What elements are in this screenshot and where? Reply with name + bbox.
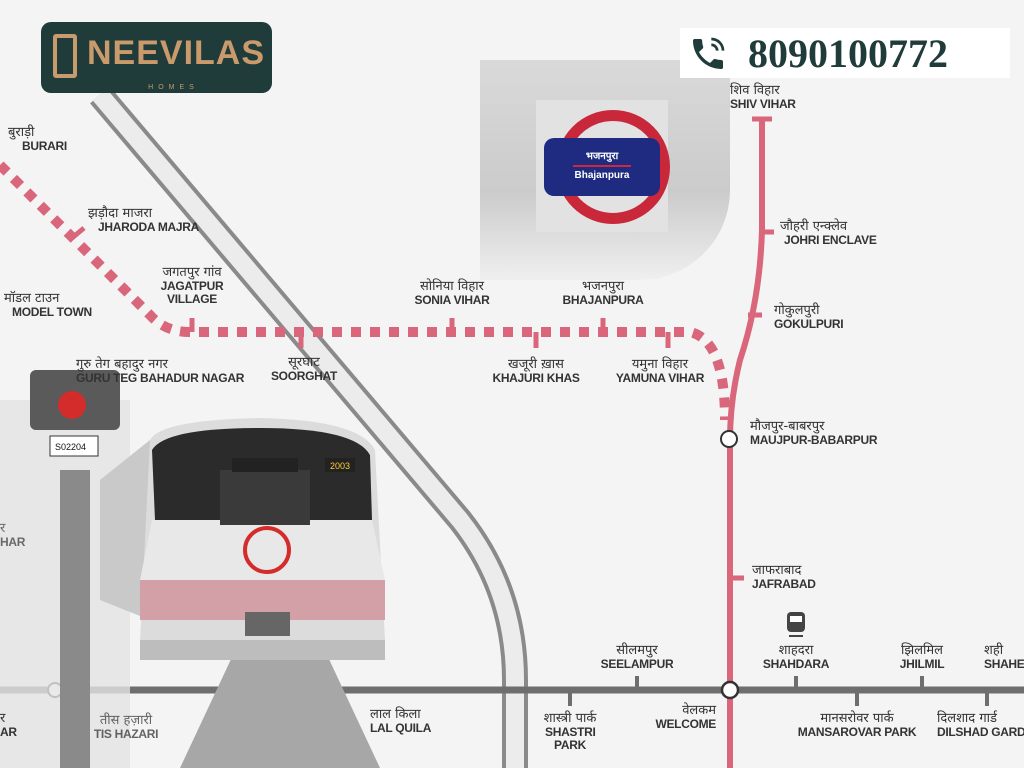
contact-phone[interactable]: 8090100772	[680, 28, 1010, 78]
brand-name: NEEVILAS	[87, 34, 266, 72]
sign-hindi: भजनपुरा	[585, 151, 619, 162]
logo-mark-icon	[53, 34, 77, 78]
interchange-welcome	[720, 680, 740, 700]
pink-solid-ticks	[730, 229, 774, 581]
pink-line-solid	[727, 118, 765, 768]
train-number: 2003	[330, 461, 350, 471]
station-sign: भजनपुरा Bhajanpura	[536, 100, 670, 232]
brand-tagline: HOMES	[148, 84, 199, 91]
station-shaheed-nagar: शहीSHAHE	[984, 643, 1024, 672]
station-shahdara: शाहदराSHAHDARA	[762, 643, 830, 672]
railway-icon	[787, 612, 805, 637]
brand-logo: NEEVILAS HOMES	[41, 22, 272, 93]
grey-line-ticks	[568, 676, 989, 706]
sign-band: भजनपुरा Bhajanpura	[544, 138, 660, 196]
metro-train-photo: 2003 S02204	[0, 370, 385, 768]
station-bhajanpura: भजनपुराBHAJANPURA	[562, 279, 644, 308]
phone-number: 8090100772	[748, 31, 948, 76]
pink-line-ticks	[70, 226, 671, 348]
station-gokulpuri: गोकुलपुरीGOKULPURI	[774, 303, 844, 332]
phone-icon	[693, 37, 725, 69]
signal-id: S02204	[55, 442, 86, 452]
sign-english: Bhajanpura	[574, 170, 630, 181]
station-tis-hazari: तीस हज़ारीTIS HAZARI	[93, 713, 159, 742]
grey-line-band-inner	[93, 89, 524, 768]
station-lal-quila: लाल किलाLAL QUILA	[370, 707, 432, 736]
station-burari: बुराड़ीBURARI	[8, 125, 67, 154]
station-jharoda-majra: झड़ौदा माजराJHARODA MAJRA	[88, 206, 199, 235]
interchange-maujpur	[720, 430, 738, 448]
pink-line-dashed	[0, 161, 730, 421]
